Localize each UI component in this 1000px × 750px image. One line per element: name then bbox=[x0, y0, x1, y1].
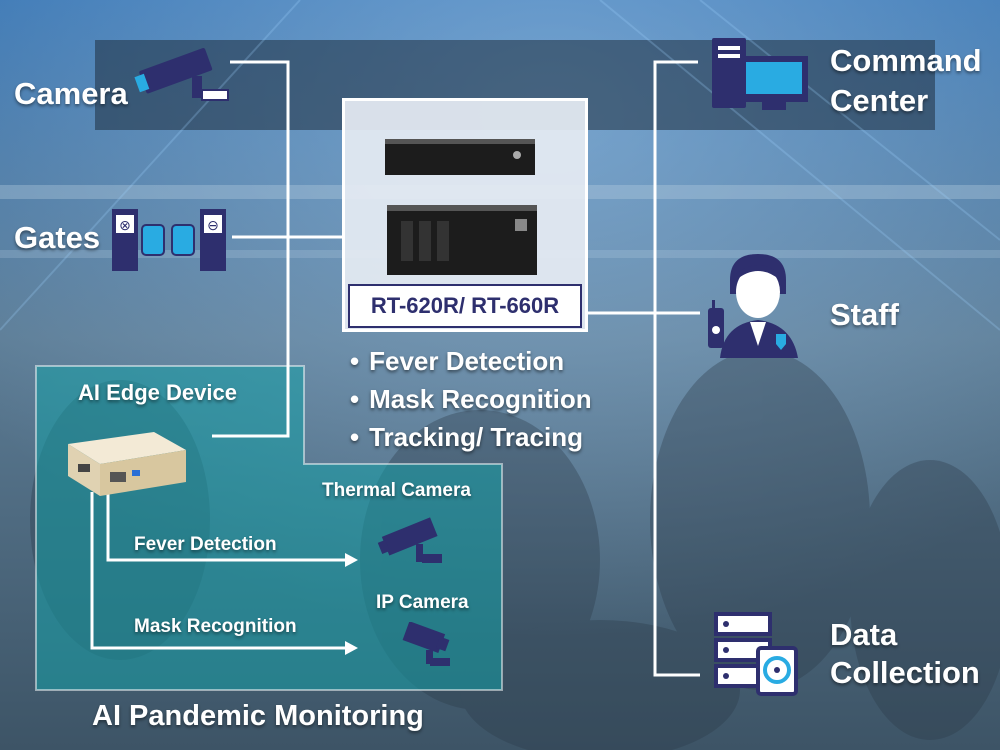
feature-item: Mask Recognition bbox=[350, 380, 591, 418]
gates-label: Gates bbox=[14, 220, 101, 255]
fever-arrow-label: Fever Detection bbox=[134, 534, 277, 555]
ip-camera-label: IP Camera bbox=[376, 592, 469, 613]
svg-text:⊖: ⊖ bbox=[207, 217, 219, 233]
arrowhead bbox=[345, 553, 358, 567]
camera-icon bbox=[134, 48, 229, 101]
command-center-label-line2: Center bbox=[830, 83, 929, 118]
camera-label: Camera bbox=[14, 76, 128, 111]
thermal-camera-icon bbox=[377, 517, 442, 563]
rackmount-servers-icon bbox=[385, 139, 537, 275]
edge-device-icon bbox=[68, 432, 186, 496]
feature-item: Tracking/ Tracing bbox=[350, 418, 592, 456]
data-collection-label-line2: Collection bbox=[830, 655, 980, 690]
data-collection-label-line1: Data bbox=[830, 617, 898, 652]
arrowhead bbox=[345, 641, 358, 655]
staff-label: Staff bbox=[830, 297, 899, 332]
mask-arrow-label: Mask Recognition bbox=[134, 616, 297, 637]
feature-list: Fever Detection Mask Recognition Trackin… bbox=[350, 342, 592, 456]
server-model-label: RT-620R/ RT-660R bbox=[348, 284, 582, 328]
computer-icon bbox=[712, 38, 808, 110]
ip-camera-icon bbox=[402, 622, 450, 666]
database-server-icon bbox=[714, 612, 798, 696]
command-center-label-line1: Command bbox=[830, 43, 982, 78]
staff-icon bbox=[708, 254, 798, 358]
edge-region-title: AI Pandemic Monitoring bbox=[92, 700, 424, 732]
gates-icon: ⊗ ⊖ bbox=[112, 209, 226, 271]
edge-device-label: AI Edge Device bbox=[78, 380, 237, 405]
svg-text:⊗: ⊗ bbox=[119, 217, 131, 233]
feature-item: Fever Detection bbox=[350, 342, 592, 380]
thermal-camera-label: Thermal Camera bbox=[322, 480, 471, 501]
